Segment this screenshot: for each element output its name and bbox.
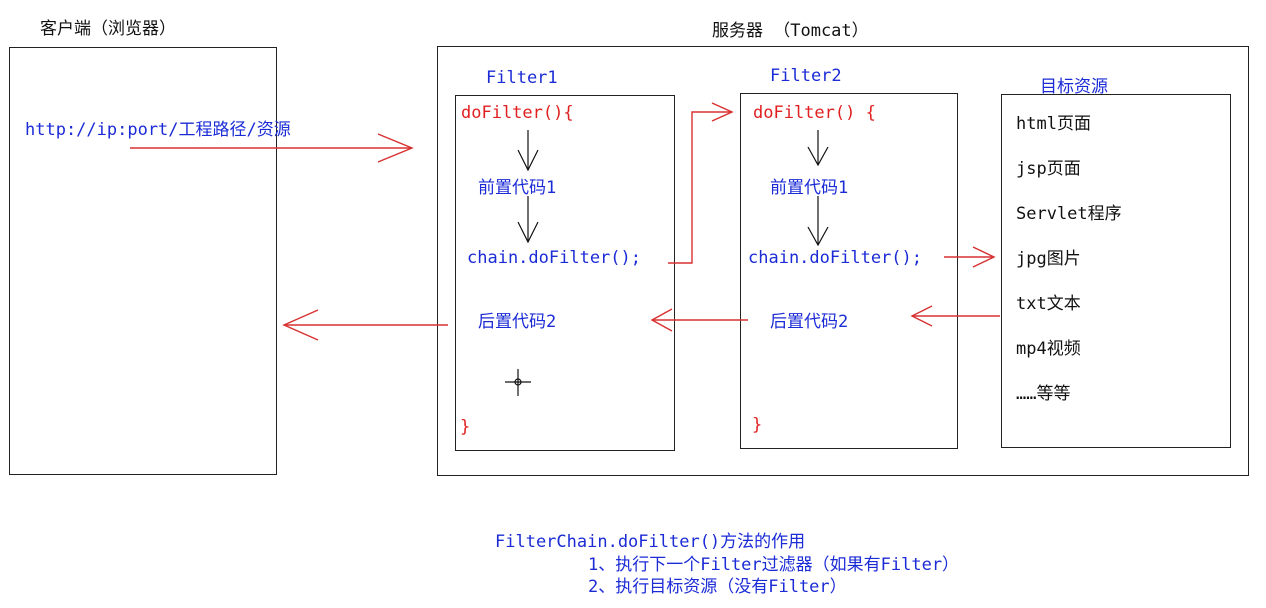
filter2-pre: 前置代码1: [770, 178, 849, 198]
filter2-flow-arrow-2: [807, 196, 829, 247]
filter2-box: [740, 93, 958, 449]
filter1-flow-arrow-1: [517, 130, 539, 172]
filter1-title: Filter1: [486, 68, 558, 88]
target-item: jpg图片: [1016, 249, 1081, 269]
filter1-post: 后置代码2: [478, 312, 557, 332]
client-box: [9, 47, 277, 475]
filter2-post: 后置代码2: [770, 312, 849, 332]
filter2-close: }: [752, 415, 763, 435]
target-item: txt文本: [1016, 294, 1081, 314]
filter1-box: [455, 95, 675, 451]
target-item: html页面: [1016, 114, 1091, 134]
target-title: 目标资源: [1040, 77, 1108, 97]
crosshair-cursor-icon: [505, 369, 531, 396]
filter2-chain: chain.doFilter();: [748, 248, 922, 268]
filter1-close: }: [460, 417, 471, 437]
filter1-flow-arrow-2: [517, 196, 539, 244]
client-title: 客户端（浏览器）: [40, 19, 176, 39]
notes-line2: 2、执行目标资源（没有Filter）: [588, 577, 847, 597]
filter2-open: doFilter() {: [753, 103, 876, 123]
target-box: [1001, 94, 1231, 448]
notes-heading: FilterChain.doFilter()方法的作用: [495, 532, 806, 552]
filter2-to-target-arrow: [944, 246, 996, 268]
filter2-title: Filter2: [770, 66, 842, 86]
target-item: jsp页面: [1016, 159, 1081, 179]
response-arrow: [282, 309, 448, 341]
target-item: Servlet程序: [1016, 204, 1122, 224]
target-item: mp4视频: [1016, 339, 1081, 359]
server-box: [437, 46, 1249, 476]
filter1-pre: 前置代码1: [478, 178, 557, 198]
notes-line1: 1、执行下一个Filter过滤器（如果有Filter）: [588, 555, 960, 575]
server-title: 服务器 （Tomcat）: [712, 21, 869, 41]
target-item: ……等等: [1016, 384, 1071, 404]
filter1-to-filter2-arrow: [668, 102, 734, 264]
target-to-filter2-arrow: [910, 305, 1000, 327]
filter1-chain: chain.doFilter();: [467, 248, 641, 268]
request-arrow: [130, 133, 414, 163]
client-url: http://ip:port/工程路径/资源: [25, 120, 291, 140]
filter2-to-filter1-arrow: [650, 308, 748, 332]
filter1-open: doFilter(){: [461, 103, 574, 123]
filter2-flow-arrow-1: [807, 130, 829, 167]
